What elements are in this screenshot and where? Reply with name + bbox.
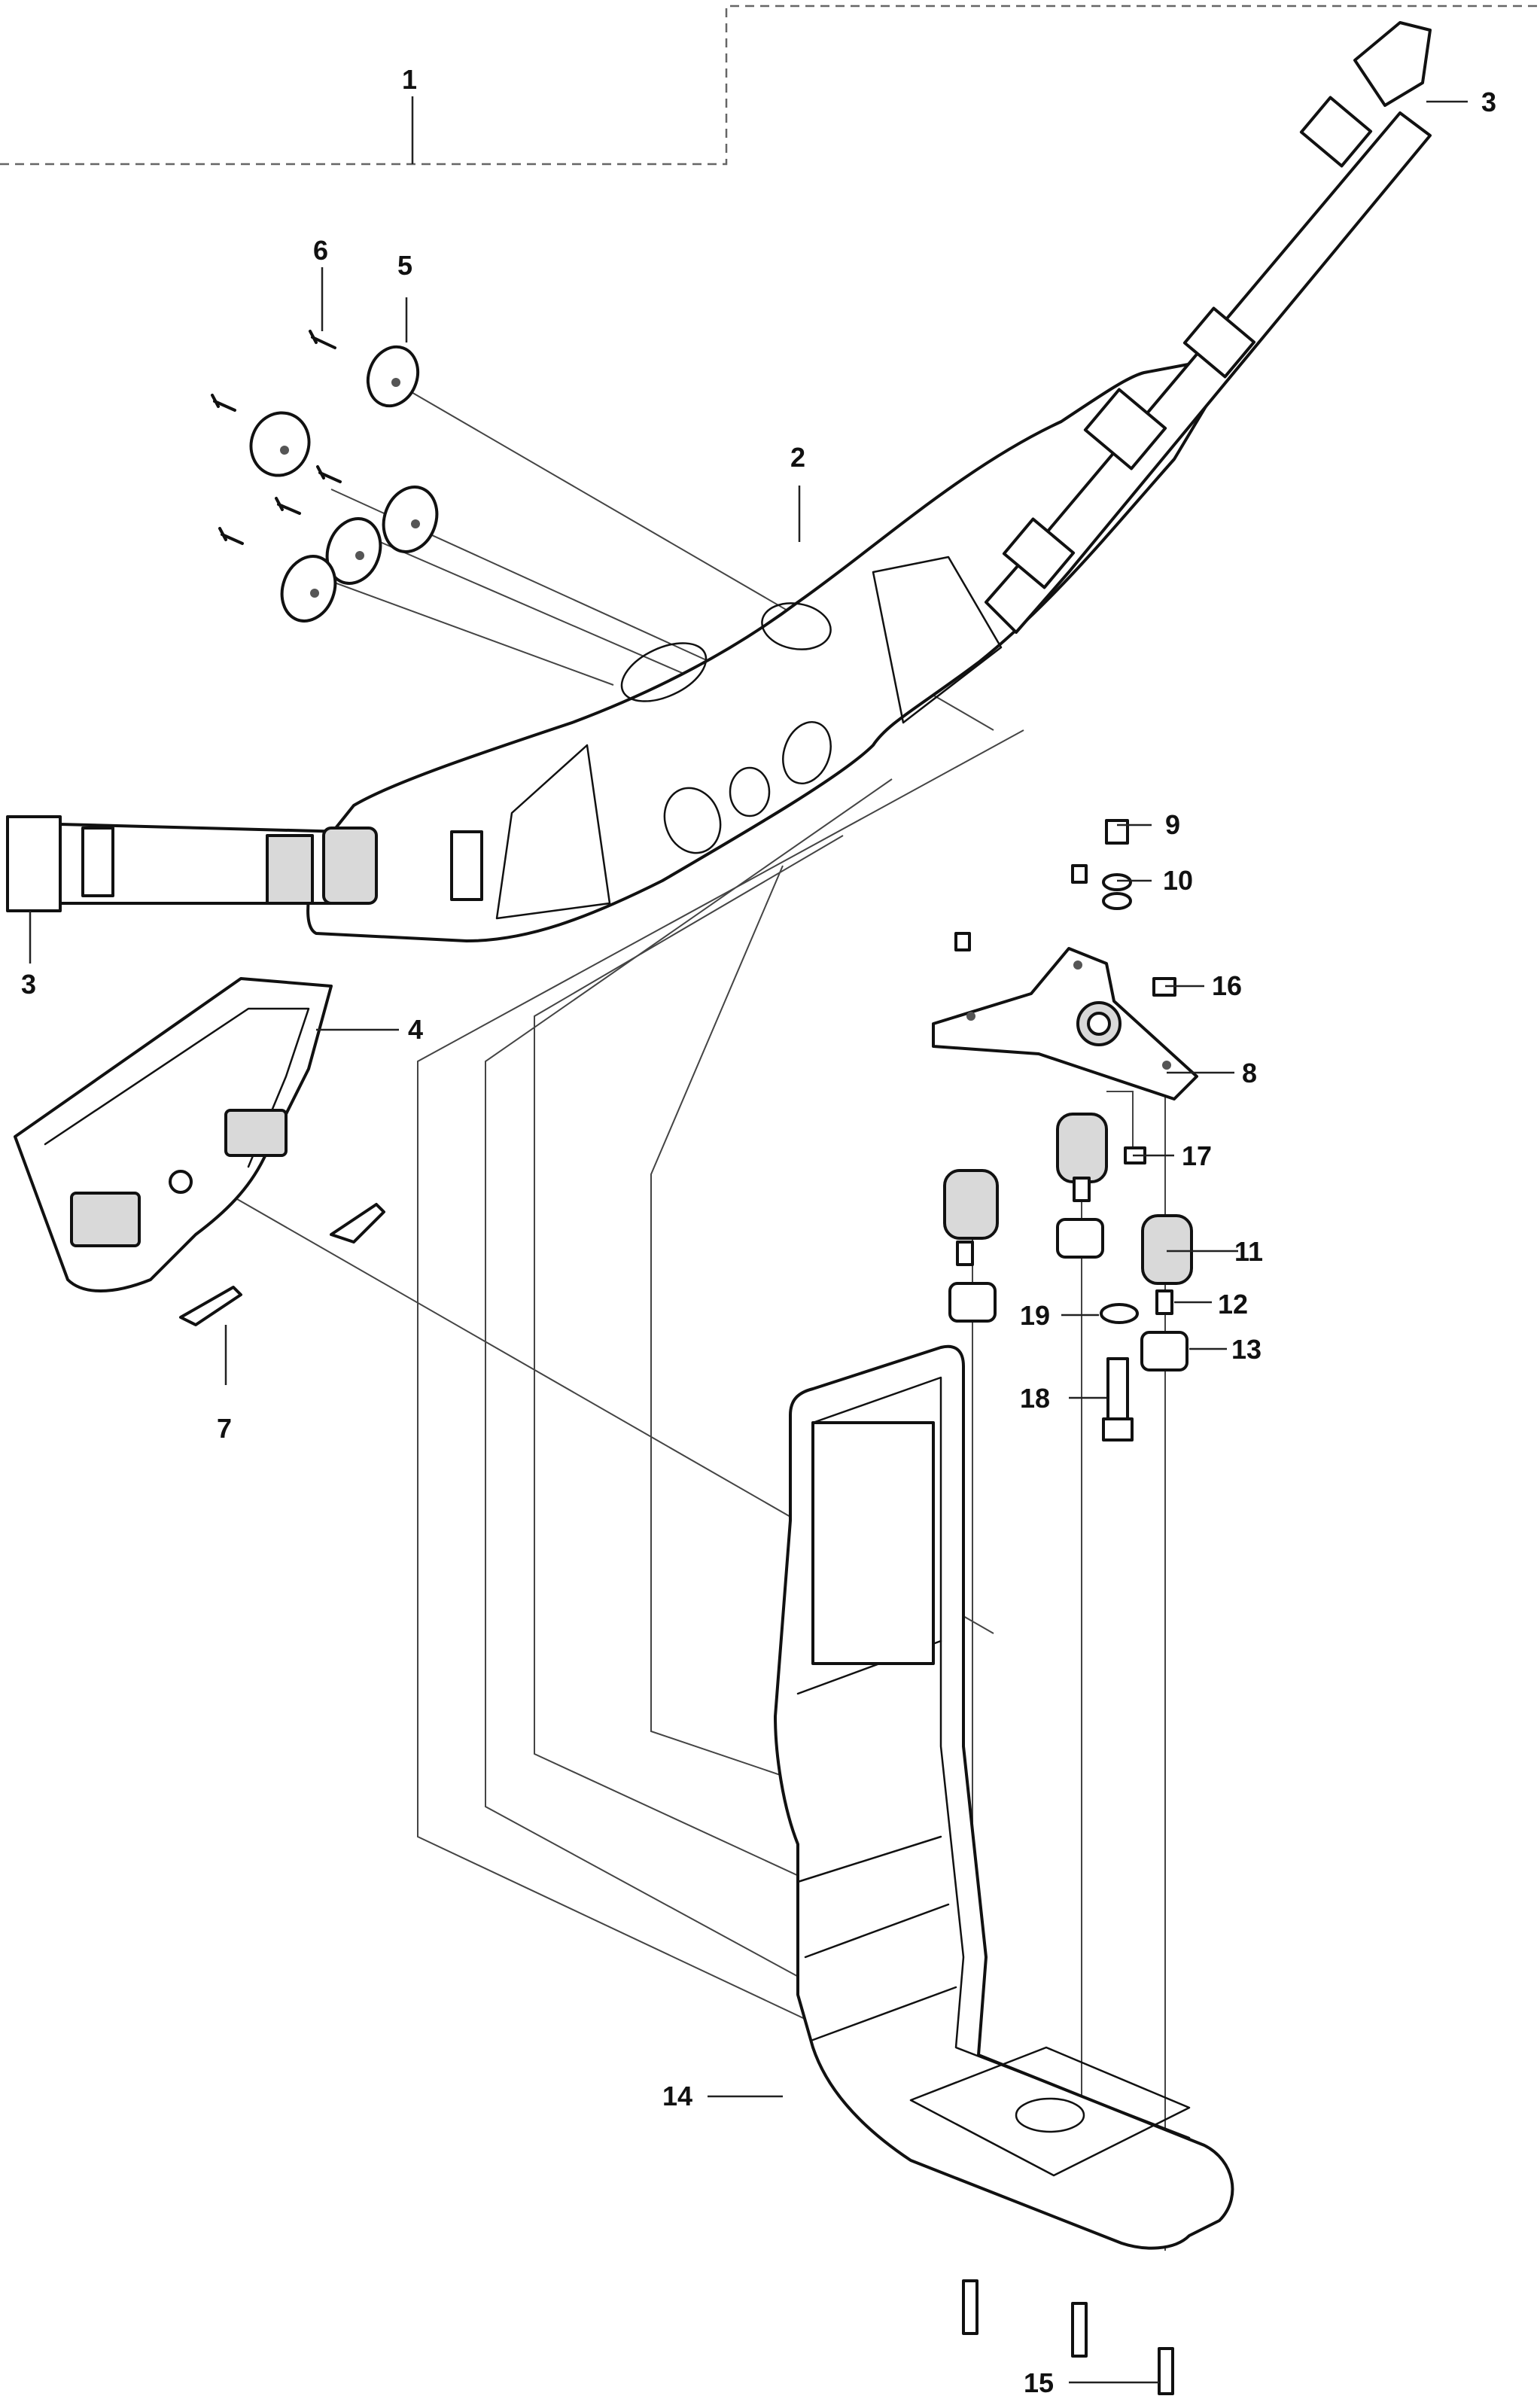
- callout-labels: 1 2 3 3 4 5 6 7 8 9 10 11 12 13 14 15 16…: [21, 64, 1496, 2398]
- callout-19: 19: [1020, 1300, 1050, 1331]
- callout-15: 15: [1024, 2367, 1054, 2398]
- fasteners-small: [954, 819, 1176, 1442]
- washers-and-screws: [211, 330, 439, 623]
- damper-bracket: [932, 947, 1198, 1101]
- callout-10: 10: [1163, 865, 1193, 896]
- hip-plate: [14, 977, 385, 1385]
- callout-5: 5: [397, 250, 412, 281]
- bottom-screws: [962, 2279, 1174, 2395]
- callout-6: 6: [313, 235, 328, 266]
- callout-3-left: 3: [21, 969, 36, 1000]
- callout-16: 16: [1212, 970, 1242, 1001]
- callout-8: 8: [1242, 1058, 1257, 1088]
- callout-18: 18: [1020, 1383, 1050, 1414]
- callout-2: 2: [790, 442, 805, 473]
- callout-3-top: 3: [1481, 87, 1496, 117]
- callout-11: 11: [1234, 1236, 1263, 1267]
- callout-14: 14: [662, 2081, 692, 2111]
- callout-4: 4: [408, 1014, 423, 1045]
- callout-12: 12: [1218, 1289, 1248, 1320]
- damper-springs: [943, 1113, 1193, 1371]
- callout-7: 7: [217, 1413, 232, 1444]
- callout-1: 1: [402, 64, 417, 95]
- callout-17: 17: [1182, 1140, 1212, 1171]
- back-plate-harness: [6, 21, 1432, 942]
- kit-boundary: [0, 5, 1540, 166]
- callout-13: 13: [1231, 1334, 1262, 1365]
- callout-9: 9: [1165, 809, 1180, 840]
- backpack-frame: [774, 1344, 1234, 2250]
- leader-lines: [29, 100, 1468, 2098]
